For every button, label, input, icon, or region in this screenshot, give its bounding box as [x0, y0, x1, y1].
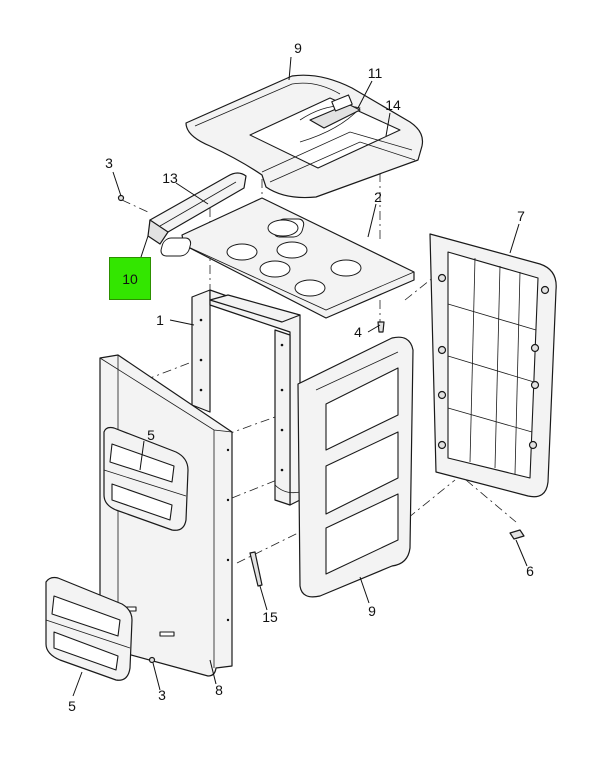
grab-handle-lower[interactable]	[45, 576, 133, 681]
callout-6: 6	[526, 563, 534, 579]
callout-5-upper: 5	[147, 427, 155, 443]
callout-4: 4	[354, 324, 362, 340]
highlighted-part-label[interactable]: 10	[109, 257, 151, 300]
hardware	[117, 194, 525, 664]
callout-3-upper: 3	[105, 155, 113, 171]
top-plate[interactable]	[159, 197, 415, 319]
callout-13: 13	[162, 170, 178, 186]
bolt-15	[249, 551, 263, 587]
callout-12: 11	[368, 65, 383, 81]
roof-cap[interactable]	[185, 74, 424, 199]
side-bracket[interactable]	[147, 172, 247, 245]
callout-11: 9	[294, 40, 302, 56]
callout-3-lower: 3	[158, 687, 166, 703]
fastener-4	[377, 321, 385, 333]
callout-5-lower: 5	[68, 698, 76, 714]
screw-3-upper	[117, 194, 125, 202]
callout-7: 7	[517, 208, 525, 224]
latch-strap[interactable]	[309, 94, 361, 129]
screw-3-lower	[148, 656, 156, 664]
callout-1: 1	[156, 312, 164, 328]
callout-8: 8	[215, 682, 223, 698]
callout-14: 14	[385, 97, 401, 113]
callout-2: 2	[374, 189, 382, 205]
callout-9: 9	[368, 603, 376, 619]
leader-lines	[72, 56, 528, 697]
callout-15: 15	[262, 609, 278, 625]
rear-panel[interactable]	[429, 233, 557, 498]
plug-6	[509, 529, 525, 540]
highlight-marker	[109, 257, 151, 300]
grab-handle-upper[interactable]	[103, 426, 189, 531]
side-cover[interactable]	[297, 336, 414, 598]
callout-labels: 9 11 14 13 3 2 7 1 4 5 5 3 8 15 9 6	[68, 40, 534, 714]
frame[interactable]	[191, 289, 301, 506]
